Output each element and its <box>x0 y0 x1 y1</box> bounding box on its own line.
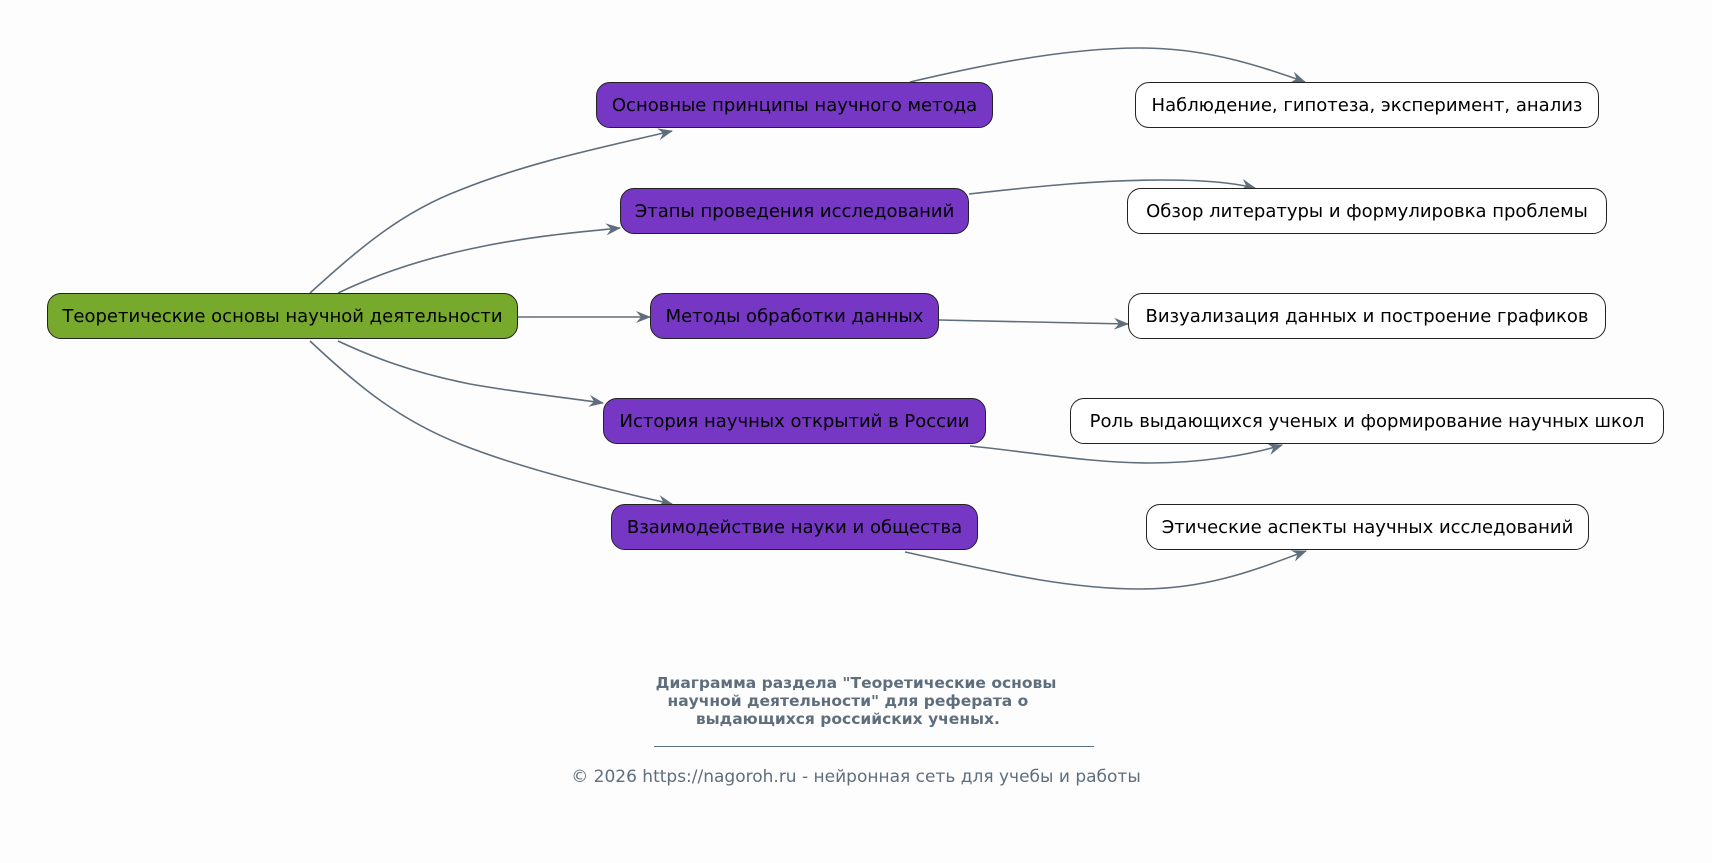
edge-root-b2 <box>337 223 621 294</box>
leaf-node-label: Этические аспекты научных исследований <box>1161 516 1574 538</box>
root-node-label: Теоретические основы научной деятельност… <box>62 305 503 327</box>
branch-node-data-processing[interactable]: Методы обработки данных <box>650 293 939 339</box>
leaf-node-label: Роль выдающихся ученых и формирование на… <box>1089 410 1645 432</box>
branch-node-science-society[interactable]: Взаимодействие науки и общества <box>611 504 978 550</box>
caption-line: Диаграмма раздела "Теоретические основы <box>655 674 1057 692</box>
edge-b5-l5 <box>904 550 1307 590</box>
leaf-node-label: Визуализация данных и построение графико… <box>1145 305 1589 327</box>
branch-node-label: История научных открытий в России <box>619 410 970 432</box>
edge-root-b4 <box>337 340 604 407</box>
branch-node-history-russia[interactable]: История научных открытий в России <box>603 398 986 444</box>
edge-b4-l4 <box>969 443 1283 464</box>
edge-b2-l2 <box>968 178 1256 195</box>
leaf-node-observation[interactable]: Наблюдение, гипотеза, эксперимент, анали… <box>1135 82 1599 128</box>
footer-copyright[interactable]: © 2026 https://nagoroh.ru - нейронная се… <box>571 767 1141 787</box>
branch-node-research-stages[interactable]: Этапы проведения исследований <box>620 188 969 234</box>
leaf-node-visualization[interactable]: Визуализация данных и построение графико… <box>1128 293 1606 339</box>
caption-divider <box>654 746 1094 747</box>
leaf-node-label: Наблюдение, гипотеза, эксперимент, анали… <box>1151 94 1583 116</box>
branch-node-label: Основные принципы научного метода <box>611 94 978 116</box>
leaf-node-literature-review[interactable]: Обзор литературы и формулировка проблемы <box>1127 188 1607 234</box>
branch-node-scientific-method[interactable]: Основные принципы научного метода <box>596 82 993 128</box>
edge-root-b1 <box>309 128 673 294</box>
edge-root-b5 <box>309 340 673 507</box>
edge-b3-l3 <box>938 317 1129 330</box>
branch-node-label: Методы обработки данных <box>665 305 924 327</box>
branch-node-label: Этапы проведения исследований <box>634 200 955 222</box>
branch-node-label: Взаимодействие науки и общества <box>626 516 963 538</box>
edge-b1-l1 <box>909 47 1306 83</box>
root-node[interactable]: Теоретические основы научной деятельност… <box>47 293 518 339</box>
leaf-node-scientists-role[interactable]: Роль выдающихся ученых и формирование на… <box>1070 398 1664 444</box>
caption-line: научной деятельности" для реферата о <box>667 692 1045 710</box>
caption-line: выдающихся российских ученых. <box>695 710 1017 728</box>
diagram-caption: Диаграмма раздела "Теоретические основы … <box>0 674 1712 728</box>
leaf-node-label: Обзор литературы и формулировка проблемы <box>1146 200 1588 222</box>
edges-layer <box>309 47 1307 590</box>
leaf-node-ethics[interactable]: Этические аспекты научных исследований <box>1146 504 1589 550</box>
